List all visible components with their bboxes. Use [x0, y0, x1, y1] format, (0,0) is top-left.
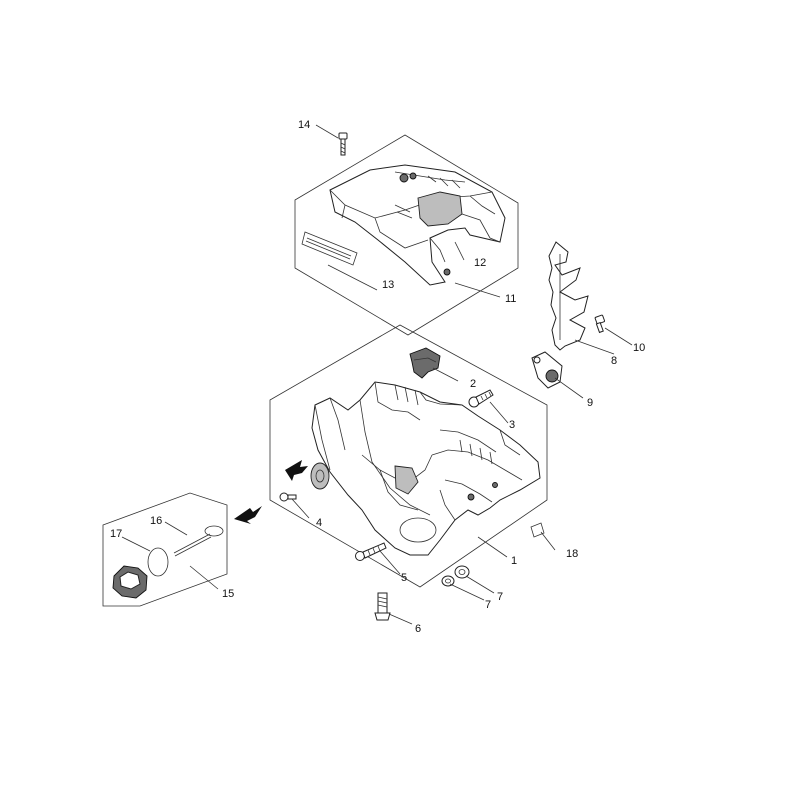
callout-7b: 7 [497, 591, 503, 603]
callout-3: 3 [509, 419, 515, 431]
callout-15: 15 [222, 588, 234, 600]
callout-13: 13 [382, 279, 394, 291]
bumper-spike-part [548, 241, 589, 351]
callout-4: 4 [316, 517, 322, 529]
top-cover-part [329, 164, 506, 286]
crankcase-part [310, 381, 541, 556]
callout-6: 6 [415, 623, 421, 635]
damper-7b-part [454, 565, 470, 579]
callout-11: 11 [505, 293, 516, 305]
callout-1: 1 [511, 555, 517, 567]
callout-17: 17 [110, 528, 122, 540]
callout-12: 12 [474, 257, 486, 269]
callout-10: 10 [633, 342, 645, 354]
crankcase-group [269, 324, 548, 588]
arrow-to-cap-kit [234, 506, 262, 524]
cap-kit-frame [102, 492, 228, 607]
cover-group-frame [294, 134, 519, 336]
screw-5-part [355, 542, 387, 561]
bolt-6-part [374, 592, 391, 621]
callout-16: 16 [150, 515, 162, 527]
part-2 [409, 347, 441, 379]
callout-2: 2 [470, 378, 476, 390]
crankcase-group-frame [269, 324, 548, 588]
callout-18: 18 [566, 548, 578, 560]
screw-4-part [279, 492, 297, 502]
leader-lines [121, 124, 633, 625]
arrows [234, 460, 308, 524]
cover-group [294, 134, 519, 336]
o-ring-part [147, 547, 169, 577]
decal-part [301, 231, 358, 266]
cap-kit-group [102, 492, 228, 607]
damper-7a-part [441, 575, 455, 587]
callout-8: 8 [611, 355, 617, 367]
screw-14-part [338, 132, 348, 156]
screw-3-part [468, 389, 494, 408]
callout-9: 9 [587, 397, 593, 409]
callout-labels: 14 13 12 11 10 8 9 2 3 4 1 18 5 7 7 6 15… [110, 119, 645, 635]
cap-part [112, 565, 148, 599]
arrow-to-crankcase [285, 460, 308, 481]
retainer-strap-part [173, 525, 224, 557]
callout-7a: 7 [485, 599, 491, 611]
part-18 [530, 522, 545, 538]
callout-14: 14 [298, 119, 310, 131]
callout-5: 5 [401, 572, 407, 584]
screw-10-part [594, 314, 606, 334]
mount-9-part [531, 351, 563, 389]
